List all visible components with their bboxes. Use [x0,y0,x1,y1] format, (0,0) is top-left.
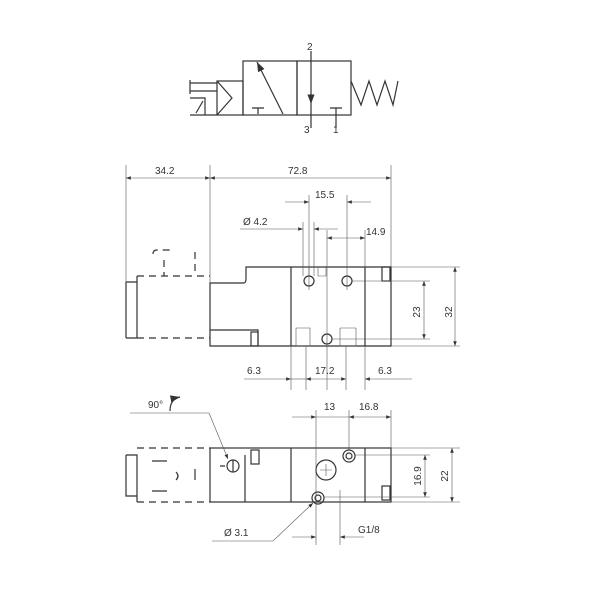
pneumatic-symbol: 2 3 1 [189,42,399,136]
dim-17-2: 17.2 [315,366,335,377]
dim-32: 32 [444,306,455,318]
dim-22: 22 [440,470,451,482]
dim-34-2: 34.2 [155,166,175,177]
dim-14-9: 14.9 [366,227,386,238]
dim-23: 23 [412,306,423,318]
front-view: 34.2 72.8 15.5 Ø 4.2 14.9 32 23 6.3 17.2… [125,165,460,390]
rotation-label: 90° [148,400,163,411]
rotate-arrow-icon [169,395,181,412]
bottom-view: 90° 13 16.8 22 16.9 Ø 3.1 G1/8 [125,395,460,545]
dim-6-3-left: 6.3 [247,366,261,377]
dim-16-9: 16.9 [413,466,424,486]
dim-mount-hole: Ø 3.1 [224,528,249,539]
port-1-label: 1 [333,125,339,136]
dim-6-3-right: 6.3 [378,366,392,377]
port-2-label: 2 [307,42,313,53]
dim-13: 13 [324,402,336,413]
dim-15-5: 15.5 [315,190,335,201]
dim-16-8: 16.8 [359,402,379,413]
dim-72-8: 72.8 [288,166,308,177]
port-3-label: 3 [304,125,310,136]
dim-hole-diameter: Ø 4.2 [243,217,268,228]
dim-port-thread: G1/8 [358,525,380,536]
